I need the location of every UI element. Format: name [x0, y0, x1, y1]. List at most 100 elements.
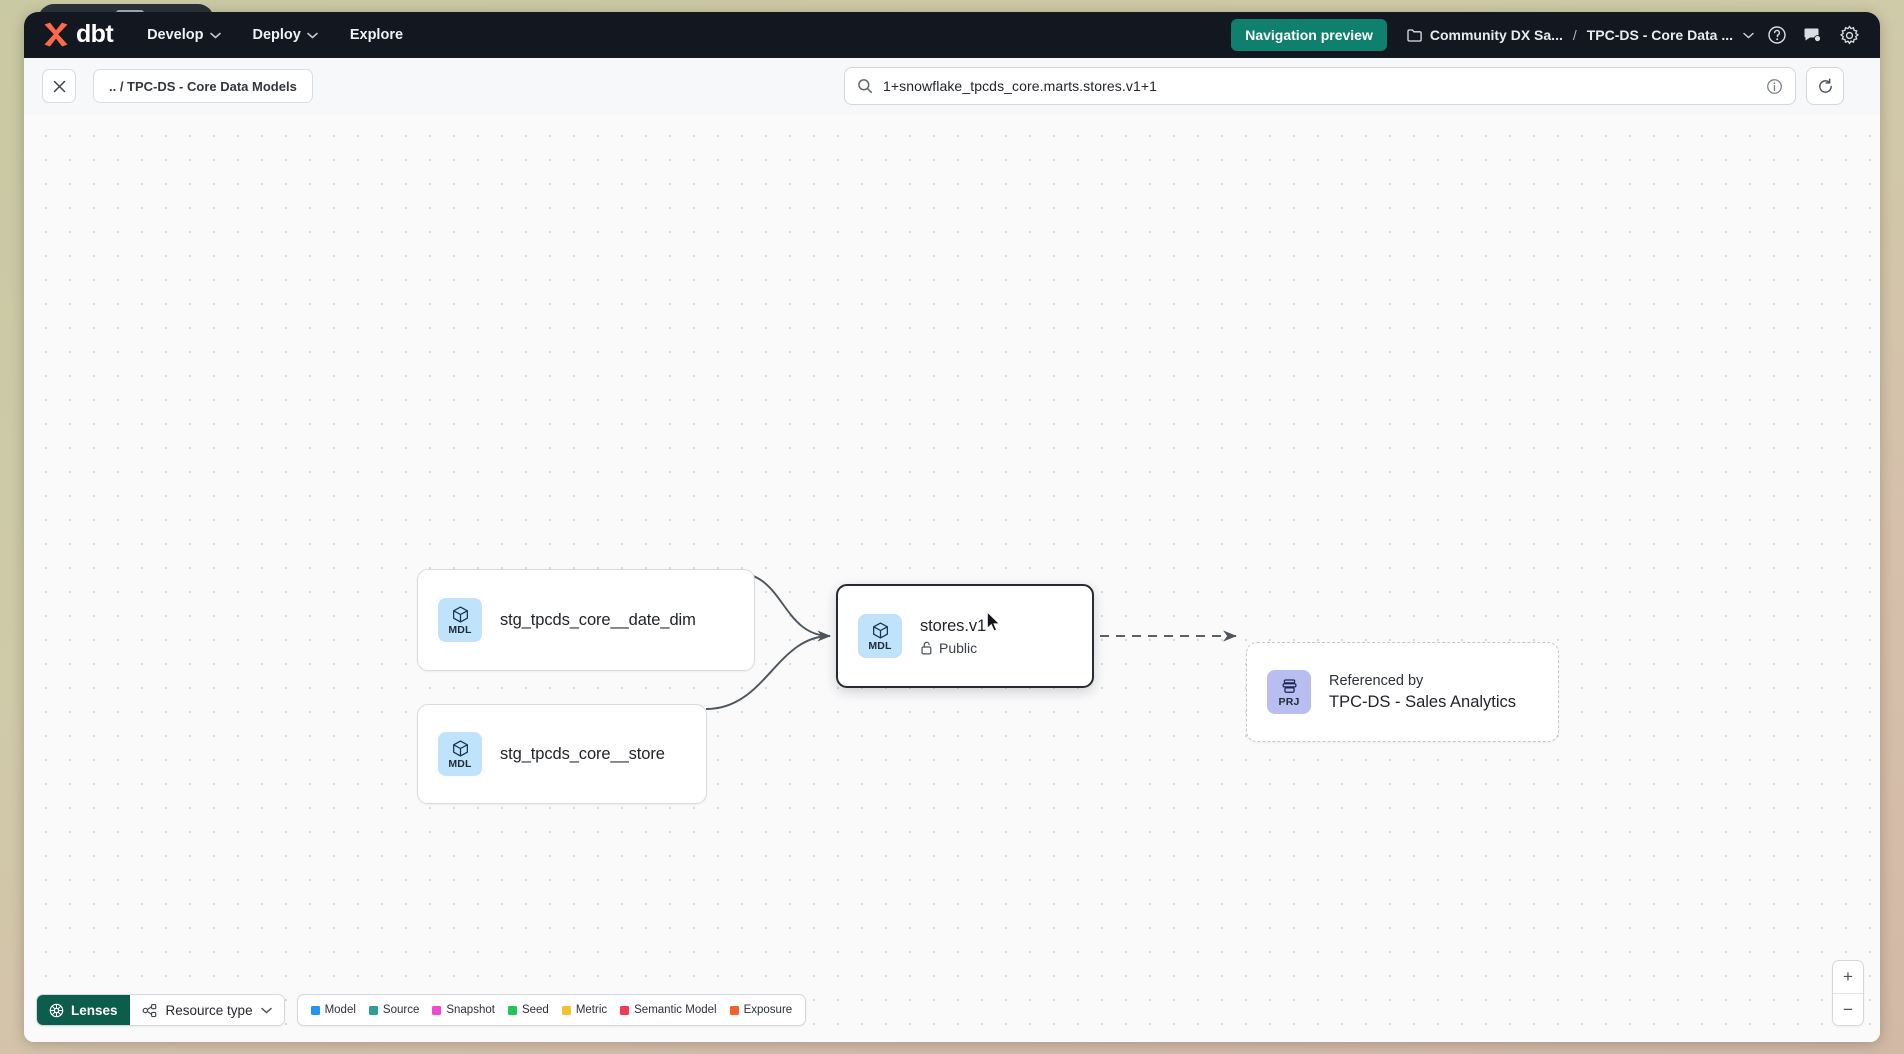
settings-gear-icon[interactable]	[1836, 22, 1862, 48]
lenses-icon	[49, 1003, 64, 1017]
legend-item[interactable]: Seed	[507, 1004, 549, 1016]
account-breadcrumb[interactable]: Community DX Sa... / TPC-DS - Core Data …	[1407, 27, 1754, 43]
legend-swatch	[310, 1005, 320, 1015]
navigation-preview-button[interactable]: Navigation preview	[1231, 19, 1387, 51]
reset-view-button[interactable]	[1806, 67, 1844, 105]
node-title: stores.v1	[920, 616, 987, 635]
info-icon[interactable]	[1766, 78, 1783, 95]
project-name: TPC-DS - Core Data ...	[1586, 27, 1733, 43]
nav-item-explore[interactable]: Explore	[350, 27, 403, 43]
search-icon	[858, 79, 873, 94]
lenses-control-group: Lenses Resource type	[36, 994, 285, 1026]
zoom-in-button[interactable]: +	[1833, 961, 1863, 993]
lenses-button[interactable]: Lenses	[37, 995, 130, 1025]
badge-label: MDL	[868, 639, 892, 652]
search-input[interactable]	[883, 78, 1756, 94]
nav-item-develop-label: Develop	[147, 27, 204, 43]
chevron-down-icon[interactable]	[1743, 32, 1754, 39]
graph-node-referenced-by-project[interactable]: PRJ Referenced by TPC-DS - Sales Analyti…	[1246, 642, 1559, 742]
lineage-graph-canvas[interactable]: MDL stg_tpcds_core__date_dim MDL stg_tpc…	[24, 114, 1880, 1042]
nav-item-deploy-label: Deploy	[252, 27, 301, 43]
app-window: dbt Develop Deploy Explore Navigation pr…	[24, 12, 1880, 1042]
node-title: TPC-DS - Sales Analytics	[1329, 692, 1517, 711]
chevron-down-icon	[307, 32, 318, 39]
resource-badge-model: MDL	[438, 598, 482, 642]
graph-node-stg-store[interactable]: MDL stg_tpcds_core__store	[417, 704, 707, 804]
legend-label: Source	[382, 1004, 420, 1016]
account-name: Community DX Sa...	[1429, 27, 1563, 43]
resource-badge-model: MDL	[858, 614, 902, 658]
legend-item[interactable]: Source	[368, 1004, 420, 1016]
close-icon	[53, 80, 65, 92]
resource-type-icon	[142, 1003, 156, 1017]
legend-item[interactable]: Model	[310, 1004, 356, 1016]
close-button[interactable]	[42, 69, 76, 103]
node-text: stg_tpcds_core__store	[500, 745, 665, 764]
node-text: stg_tpcds_core__date_dim	[500, 611, 696, 630]
legend-label: Seed	[521, 1004, 549, 1016]
legend-label: Model	[324, 1004, 356, 1016]
lenses-label: Lenses	[71, 1002, 118, 1018]
legend-swatch	[620, 1005, 630, 1015]
node-caption: Referenced by	[1329, 672, 1424, 689]
chevron-down-icon	[209, 32, 221, 39]
zoom-controls: + −	[1832, 960, 1864, 1026]
legend-label: Metric	[575, 1004, 608, 1016]
mouse-cursor	[986, 611, 1001, 632]
graph-node-stg-date-dim[interactable]: MDL stg_tpcds_core__date_dim	[417, 569, 755, 671]
node-title: stg_tpcds_core__store	[500, 744, 665, 763]
legend-swatch	[561, 1005, 571, 1015]
edge-store-to-stores	[705, 630, 831, 710]
dbt-wordmark: dbt	[76, 19, 114, 48]
resource-badge-project: PRJ	[1267, 670, 1311, 714]
node-access-label: Public	[939, 639, 978, 656]
breadcrumb[interactable]: .. / TPC-DS - Core Data Models	[93, 69, 313, 103]
feedback-icon[interactable]	[1800, 22, 1826, 48]
badge-label: PRJ	[1278, 695, 1300, 708]
search-area	[844, 67, 1844, 105]
sub-header-toolbar: .. / TPC-DS - Core Data Models	[24, 58, 1880, 114]
legend-swatch	[729, 1005, 739, 1015]
resource-type-label: Resource type	[165, 1002, 253, 1018]
search-box[interactable]	[844, 67, 1796, 105]
legend-item[interactable]: Snapshot	[432, 1004, 495, 1016]
legend-swatch	[507, 1005, 517, 1015]
cube-icon	[452, 606, 468, 623]
project-stack-icon	[1282, 679, 1296, 693]
legend-label: Snapshot	[446, 1004, 495, 1016]
resource-type-dropdown[interactable]: Resource type	[129, 995, 284, 1025]
legend-swatch	[432, 1005, 442, 1015]
unlock-icon	[921, 641, 932, 654]
node-title: stg_tpcds_core__date_dim	[500, 610, 696, 629]
legend-item[interactable]: Metric	[561, 1004, 608, 1016]
legend-item[interactable]: Semantic Model	[620, 1004, 717, 1016]
nav-item-develop[interactable]: Develop	[147, 27, 221, 43]
legend-swatch	[368, 1005, 378, 1015]
badge-label: MDL	[448, 623, 472, 636]
resource-badge-model: MDL	[438, 732, 482, 776]
graph-node-stores-v1[interactable]: MDL stores.v1 Public	[836, 584, 1094, 688]
resource-type-legend: Model Source Snapshot Seed Metric Semantic Mo…	[296, 994, 807, 1026]
nav-item-explore-label: Explore	[349, 27, 404, 43]
node-text: stores.v1 Public	[920, 617, 986, 656]
legend-item[interactable]: Exposure	[729, 1004, 793, 1016]
cube-icon	[452, 740, 468, 757]
top-navigation-bar: dbt Develop Deploy Explore Navigation pr…	[24, 12, 1880, 58]
dbt-logo-icon	[44, 22, 68, 47]
folder-icon	[1407, 28, 1422, 42]
help-icon[interactable]	[1764, 22, 1790, 48]
cube-icon	[872, 622, 888, 639]
breadcrumb-separator: /	[1572, 27, 1577, 43]
dbt-logo[interactable]: dbt	[40, 19, 114, 49]
legend-label: Exposure	[743, 1004, 793, 1016]
zoom-out-button[interactable]: −	[1833, 993, 1863, 1025]
badge-label: MDL	[448, 757, 472, 770]
node-access: Public	[920, 640, 986, 656]
refresh-icon	[1818, 78, 1832, 93]
nav-item-deploy[interactable]: Deploy	[253, 27, 318, 43]
graph-edges	[705, 572, 1237, 710]
node-text: Referenced by TPC-DS - Sales Analytics	[1329, 673, 1516, 712]
chevron-down-icon	[260, 1007, 272, 1014]
